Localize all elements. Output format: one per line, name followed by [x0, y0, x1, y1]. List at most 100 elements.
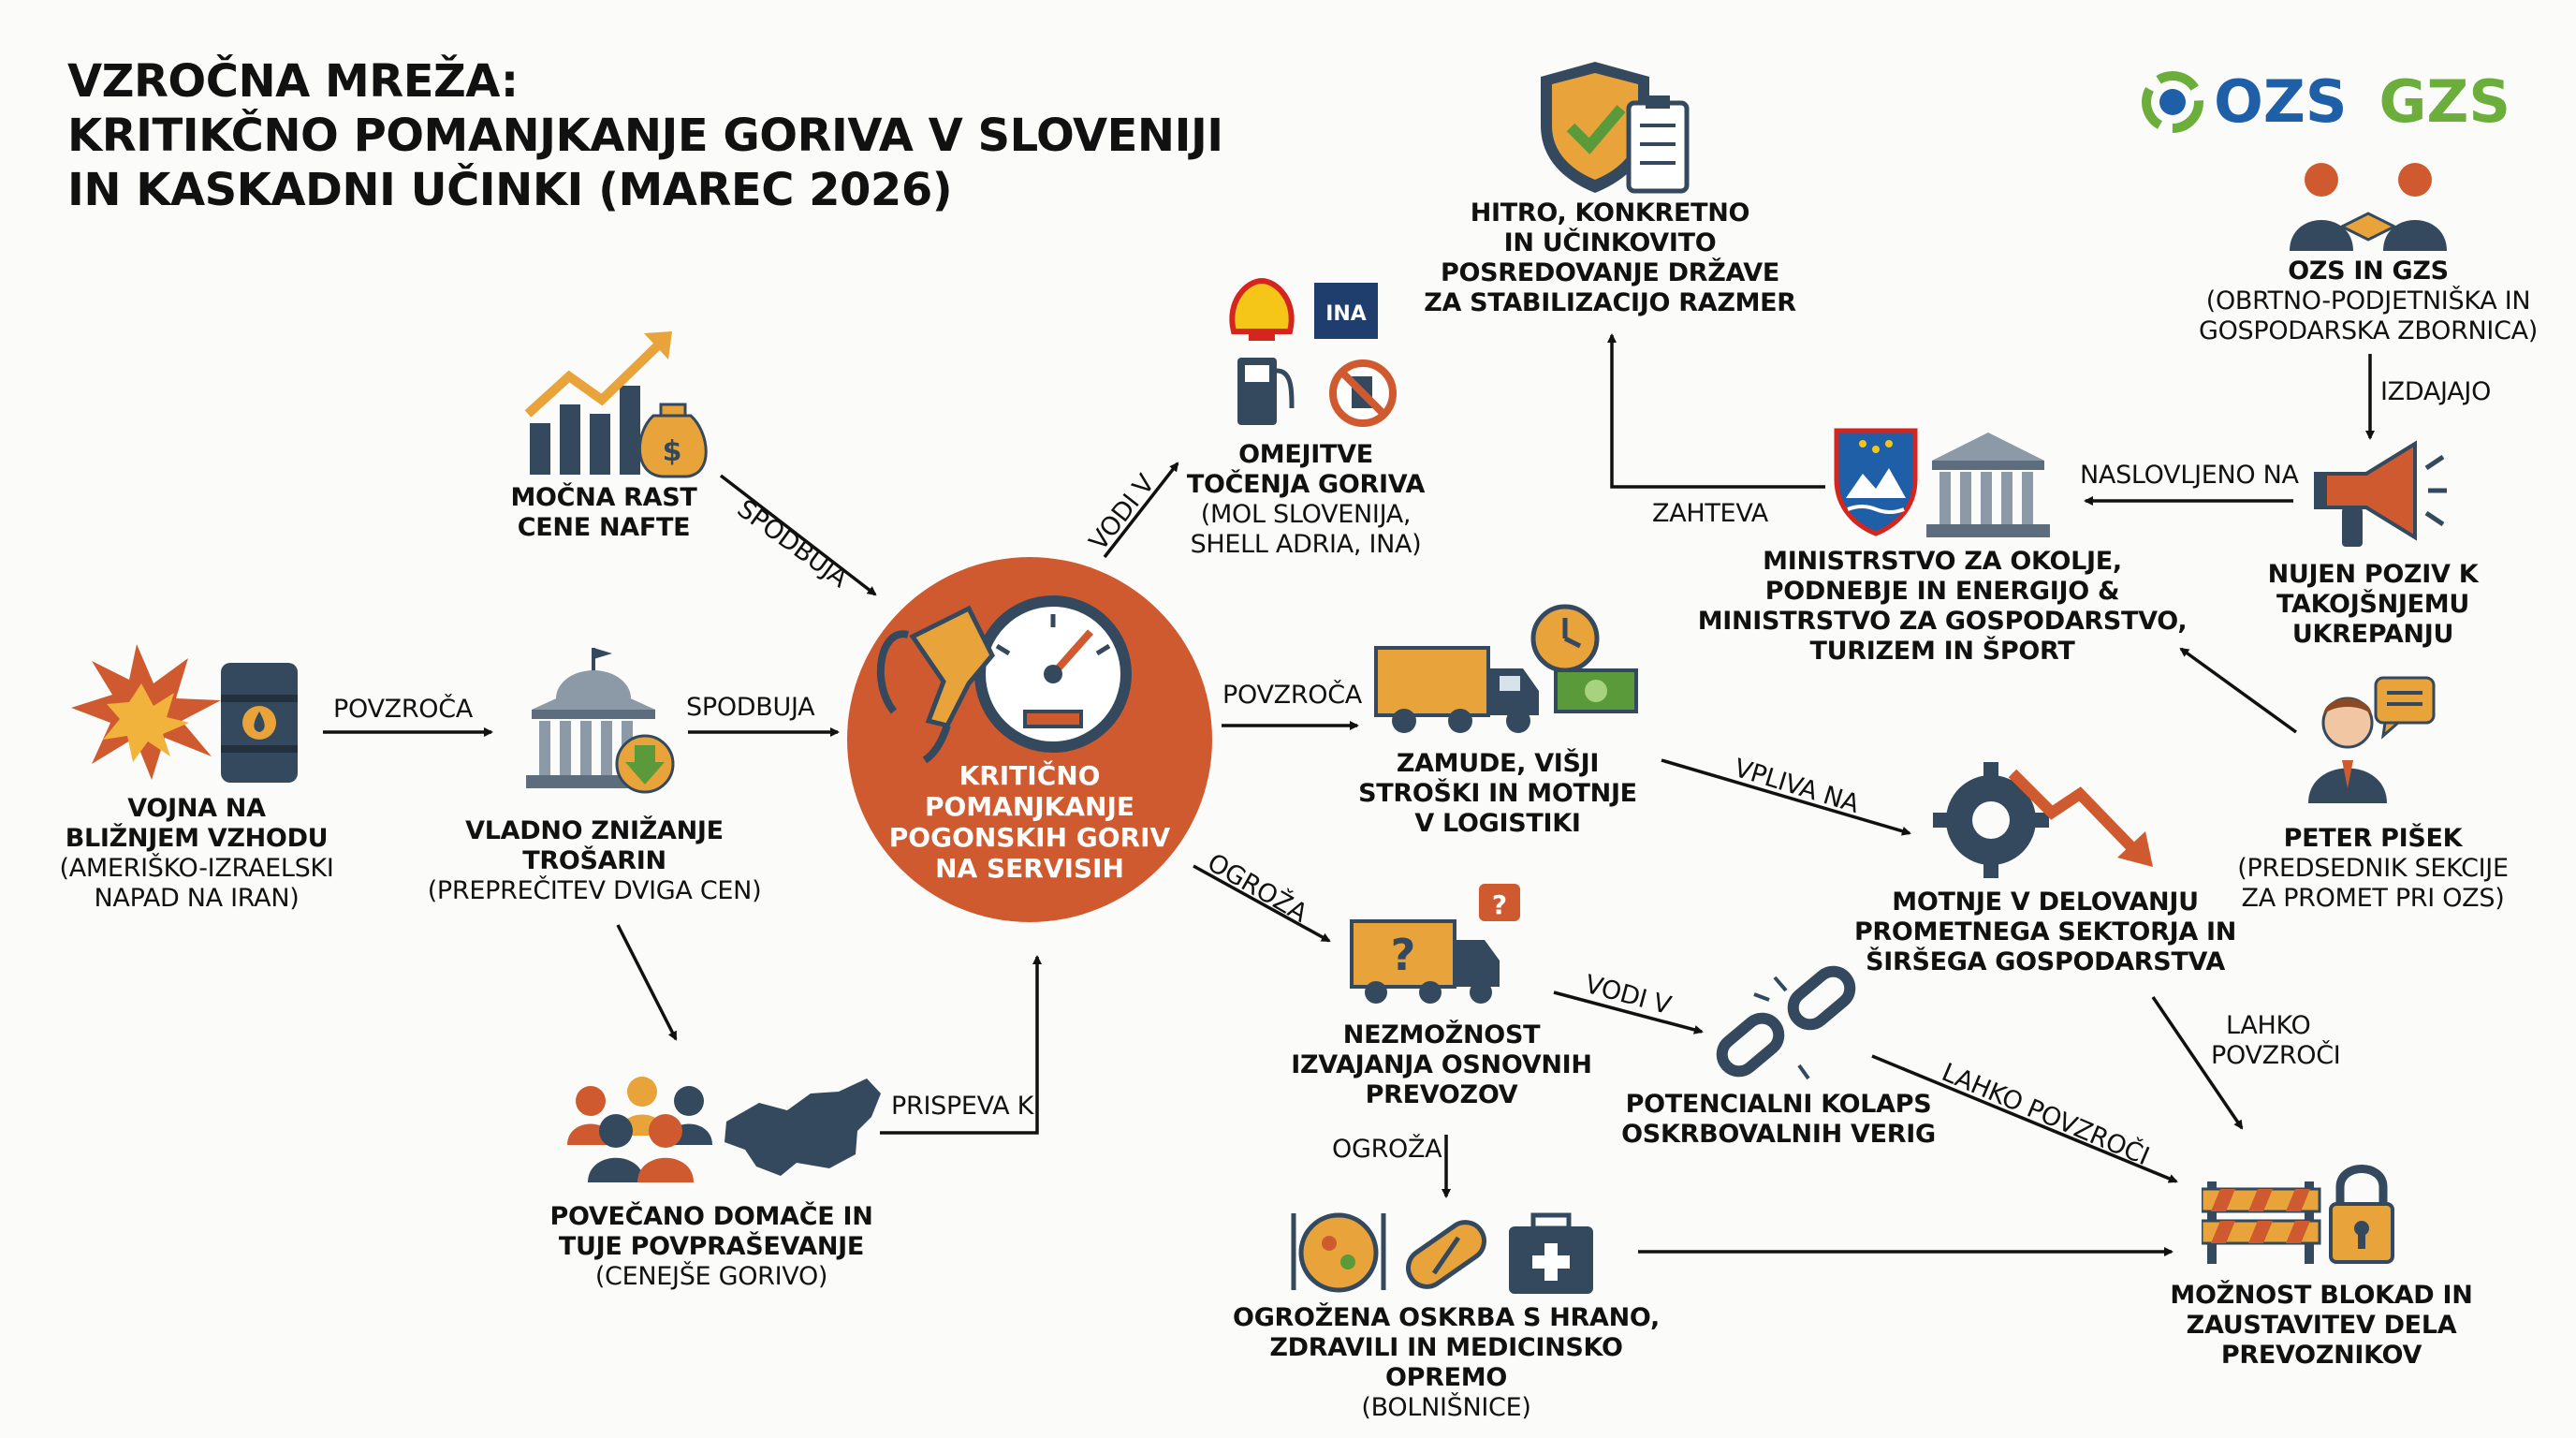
node-blockades-title-3: PREVOZNIKOV [2220, 1341, 2422, 1370]
node-appeal-title-2: TAKOJŠNJEMU [2276, 590, 2469, 619]
edge-label-inability-supply: OGROŽA [1332, 1135, 1442, 1164]
node-pisek: PETER PIŠEK (PREDSEDNIK SEKCIJE ZA PROME… [2209, 824, 2537, 914]
gear-falling-arrow-icon [1933, 762, 2153, 878]
node-supply-title-1: OGROŽENA OSKRBA S HRANO, [1233, 1303, 1660, 1332]
edge-center-inability [1193, 864, 1331, 943]
explosion-barrel-icon [71, 644, 298, 783]
ministry-emblems-icon [1834, 428, 2050, 537]
node-demand: POVEČANO DOMAČE IN TUJE POVPRAŠEVANJE (C… [524, 1202, 899, 1292]
shield-check-icon [1541, 62, 1649, 193]
speech-bubble-icon [2374, 676, 2436, 740]
rising-price-chart-icon: $ [524, 331, 708, 478]
edge-oil-center [719, 474, 877, 596]
edge-pisek-ministry [2179, 647, 2298, 734]
slovenian-coat-of-arms-icon [1834, 428, 1918, 536]
ina-logo-icon: INA [1314, 283, 1378, 339]
node-delays: ZAMUDE, VIŠJI STROŠKI IN MOTNJE V LOGIST… [1348, 749, 1647, 839]
node-supply: OGROŽENA OSKRBA S HRANO, ZDRAVILI IN MED… [1208, 1303, 1685, 1423]
fuel-nozzle-icon [876, 605, 995, 764]
node-ministry-title-2: PODNEBJE IN ENERGIJO & [1764, 577, 2120, 606]
ozs-emblem-icon [2142, 70, 2204, 133]
food-medicine-medical-icon [1291, 1212, 1593, 1294]
ministry-building-icon [1926, 433, 2050, 537]
node-disruption-title-3: ŠIRŠEGA GOSPODARSTVA [1866, 947, 2225, 976]
edge-disruption-blockades [2151, 996, 2244, 1130]
edge-label-center-delays: POVZROČA [1222, 681, 1362, 710]
svg-text:?: ? [1492, 889, 1507, 920]
barrier-padlock-icon [2202, 1165, 2394, 1264]
node-limits-title-1: OMEJITVE [1238, 440, 1373, 469]
edge-label-excise-center: SPODBUJA [686, 693, 815, 722]
edge-excise-demand [616, 924, 678, 1041]
node-inability-title-3: PREVOZOV [1365, 1080, 1518, 1109]
edge-label-ministry-state: ZAHTEVA [1652, 499, 1768, 528]
padlock-icon [2329, 1165, 2394, 1264]
node-war-title-2: BLIŽNJEM VZHODU [65, 824, 329, 853]
node-war-title-1: VOJNA NA [127, 794, 266, 823]
edge-demand-center [880, 955, 1042, 1135]
edge-label-appeal-ministry: NASLOVLJENO NA [2080, 461, 2299, 490]
edge-center-limits [1103, 462, 1179, 559]
node-supply-title-2: ZDRAVILI IN MEDICINSKO OPREMO [1269, 1333, 1623, 1392]
node-state: HITRO, KONKRETNO IN UČINKOVITO POSREDOVA… [1418, 198, 1802, 318]
diagram-title: VZROČNA MREŽA: KRITIKČNO POMANJKANJE GOR… [67, 54, 1284, 217]
svg-text:?: ? [1391, 930, 1416, 980]
ozs-logo-text: OZS [2214, 67, 2348, 136]
node-excise: VLADNO ZNIŽANJE TROŠARIN (PREPREČITEV DV… [421, 816, 768, 906]
person-speech-icon [2308, 676, 2436, 803]
center-node-label: KRITIČNO POMANJKANJE POGONSKIH GORIV NA … [861, 760, 1198, 884]
node-war: VOJNA NA BLIŽNJEM VZHODU (AMERIŠKO-IZRAE… [56, 794, 337, 914]
pill-icon [1406, 1220, 1486, 1289]
edge-collapse-blockades [1871, 1054, 2178, 1183]
node-state-title-1: HITRO, KONKRETNO [1470, 198, 1750, 227]
node-chambers-sub-2: GOSPODARSKA ZBORNICA) [2198, 316, 2539, 345]
svg-text:$: $ [663, 435, 682, 468]
node-limits-sub-1: (MOL SLOVENIJA, [1200, 500, 1412, 529]
node-ministry-title-1: MINISTRSTVO ZA OKOLJE, [1763, 547, 2122, 576]
node-pisek-title-1: PETER PIŠEK [2283, 824, 2463, 853]
node-state-title-2: IN UČINKOVITO [1503, 228, 1717, 257]
node-collapse-title-1: POTENCIALNI KOLAPS [1625, 1090, 1932, 1119]
clipboard-icon [1626, 95, 1690, 194]
edge-label-chambers-appeal: IZDAJAJO [2380, 377, 2492, 406]
node-disruption-title-2: PROMETNEGA SEKTORJA IN [1853, 917, 2237, 946]
broken-chain-icon [1716, 965, 1856, 1080]
node-disruption: MOTNJE V DELOVANJU PROMETNEGA SEKTORJA I… [1849, 888, 2242, 977]
node-state-title-4: ZA STABILIZACIJO RAZMER [1424, 288, 1796, 317]
shield-checklist-icon [1541, 62, 1690, 194]
edge-inability-collapse [1553, 990, 1704, 1034]
node-oil-title-2: CENE NAFTE [517, 513, 691, 542]
node-excise-title-1: VLADNO ZNIŽANJE [465, 816, 724, 845]
node-collapse: POTENCIALNI KOLAPS OSKRBOVALNIH VERIG [1619, 1090, 1938, 1150]
node-oil: MOČNA RAST CENE NAFTE [487, 483, 721, 543]
node-appeal-title-1: NUJEN POZIV K [2267, 560, 2479, 589]
node-demand-title-2: TUJE POVPRAŠEVANJE [558, 1232, 865, 1261]
food-plate-icon [1291, 1212, 1386, 1293]
node-excise-sub-1: (PREPREČITEV DVIGA CEN) [427, 876, 762, 905]
edge-label-disruption-blockades-1: LAHKO [2226, 1011, 2311, 1040]
node-delays-title-1: ZAMUDE, VIŠJI [1396, 749, 1600, 778]
edge-ministry-state [1607, 333, 1825, 489]
node-supply-sub-1: (BOLNIŠNICE) [1361, 1393, 1531, 1422]
node-inability: NEZMOŽNOST IZVAJANJA OSNOVNIH PREVOZOV [1273, 1020, 1610, 1110]
node-chambers-sub-1: (OBRTNO-PODJETNIŠKA IN [2205, 286, 2531, 315]
shell-logo-icon [1229, 277, 1295, 341]
person-avatar-icon [2308, 697, 2387, 803]
node-appeal: NUJEN POZIV K TAKOJŠNJEMU UKREPANJU [2228, 560, 2518, 650]
first-aid-kit-icon [1509, 1212, 1593, 1294]
center-line-3: POGONSKIH GORIV [888, 822, 1171, 853]
road-barrier-icon [2202, 1181, 2321, 1264]
no-fuel-icon [1329, 360, 1397, 427]
node-ministry: MINISTRSTVO ZA OKOLJE, PODNEBJE IN ENERG… [1690, 547, 2195, 667]
node-appeal-title-3: UKREPANJU [2291, 620, 2454, 649]
node-delays-title-2: STROŠKI IN MOTNJE [1358, 779, 1637, 808]
edge-label-disruption-blockades-2: POVZROČI [2211, 1041, 2341, 1070]
people-and-slovenia-map-icon [567, 1077, 881, 1182]
title-line-3: IN KASKADNI UČINKI (MAREC 2026) [67, 164, 953, 216]
center-line-1: KRITIČNO [959, 760, 1101, 791]
node-war-sub-1: (AMERIŠKO-IZRAELSKI [59, 854, 334, 883]
node-pisek-sub-1: (PREDSEDNIK SEKCIJE [2237, 854, 2509, 883]
truck-clock-money-icon [1374, 604, 1638, 733]
node-excise-title-2: TROŠARIN [522, 846, 666, 875]
node-pisek-sub-2: ZA PROMET PRI OZS) [2241, 884, 2505, 913]
